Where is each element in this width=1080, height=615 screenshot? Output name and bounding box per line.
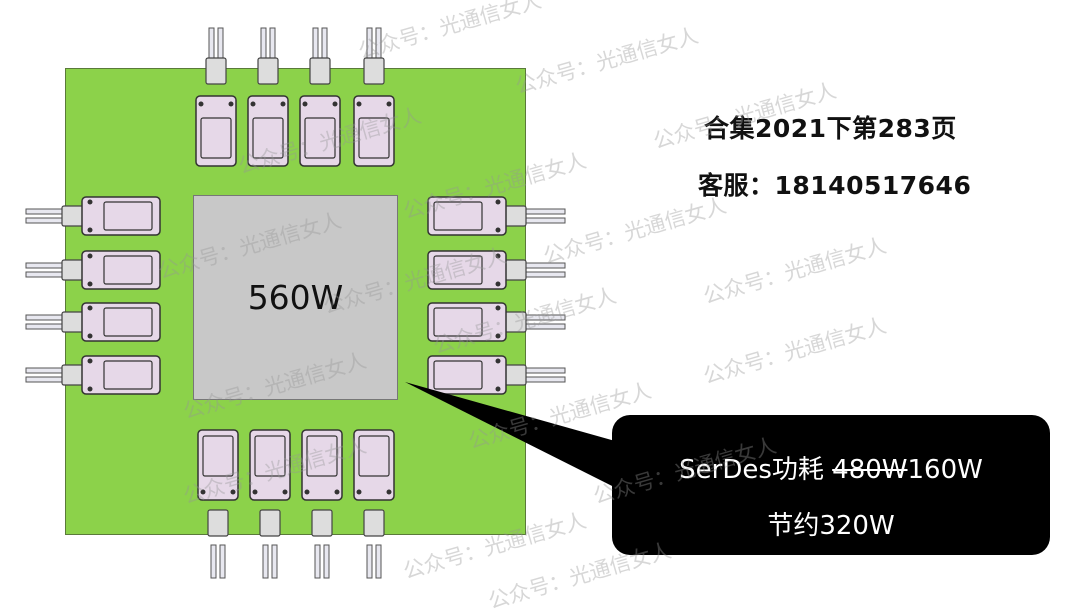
right-optical-module-2	[427, 250, 566, 290]
bottom-optical-module-2	[249, 429, 291, 579]
left-optical-module-4	[25, 355, 161, 395]
top-optical-module-3	[299, 27, 341, 167]
serdes-prefix: SerDes功耗	[679, 455, 833, 485]
bottom-optical-module-3	[301, 429, 343, 579]
left-optical-module-3	[25, 302, 161, 342]
serdes-new-value: 160W	[907, 455, 983, 485]
bottom-optical-module-1	[197, 429, 239, 579]
callout-tail	[405, 382, 640, 500]
customer-service-text: 客服：18140517646	[698, 171, 972, 200]
savings-text: 节约320W	[767, 511, 895, 541]
collection-page-text: 合集2021下第283页	[704, 114, 957, 143]
chip-power-label: 560W	[247, 278, 344, 317]
right-optical-module-3	[427, 302, 566, 342]
top-optical-module-1	[195, 27, 237, 167]
right-optical-module-1	[427, 196, 566, 236]
top-optical-module-4	[353, 27, 395, 167]
left-optical-module-2	[25, 250, 161, 290]
bottom-optical-module-4	[353, 429, 395, 579]
right-optical-module-4	[427, 355, 566, 395]
callout-box	[612, 415, 1050, 555]
serdes-power-text: SerDes功耗 480W160W	[612, 449, 1050, 486]
switch-chip	[193, 195, 398, 400]
top-optical-module-2	[247, 27, 289, 167]
serdes-old-value: 480W	[832, 455, 908, 485]
left-optical-module-1	[25, 196, 161, 236]
